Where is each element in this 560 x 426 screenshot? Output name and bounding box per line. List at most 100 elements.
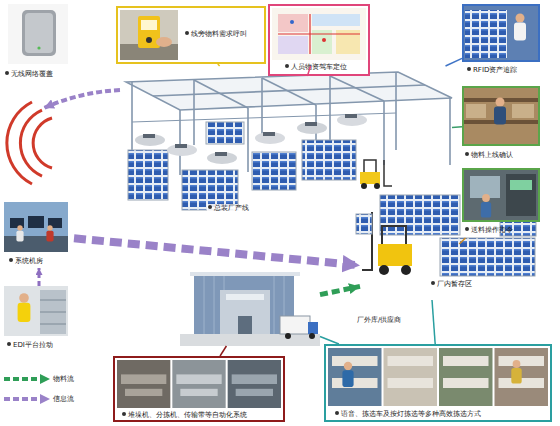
car-bodies bbox=[143, 134, 155, 138]
floor-map-screen bbox=[272, 8, 366, 60]
edi-worker-photo bbox=[18, 303, 31, 322]
automation-photos bbox=[176, 374, 221, 384]
car-bodies bbox=[297, 122, 327, 134]
photo-callout: 人员物资驾车定位 bbox=[268, 4, 370, 76]
edi-worker-photo bbox=[4, 286, 68, 336]
legend-text: 物料流 bbox=[53, 375, 74, 383]
legend-text: 信息流 bbox=[53, 395, 74, 403]
bin-racks bbox=[440, 238, 535, 276]
picking-photos bbox=[388, 378, 434, 388]
picking-photos bbox=[443, 356, 489, 366]
car-bodies bbox=[175, 144, 187, 148]
connector bbox=[38, 268, 41, 286]
forklift bbox=[401, 265, 411, 275]
bullet-dot bbox=[208, 205, 212, 209]
rfid-photo bbox=[463, 5, 539, 61]
bullet-dot bbox=[122, 412, 126, 416]
legend-sample bbox=[4, 394, 50, 404]
operation-photo bbox=[462, 168, 540, 222]
operation-photo bbox=[481, 202, 491, 218]
bin-racks bbox=[206, 122, 244, 144]
worker-photo bbox=[496, 98, 505, 107]
bullet-dot bbox=[7, 342, 11, 346]
legend-item: 物料流 bbox=[4, 374, 74, 384]
floor-map-screen bbox=[278, 36, 308, 54]
picking-photos bbox=[499, 356, 545, 366]
connector bbox=[307, 66, 310, 76]
picking-photos bbox=[388, 356, 434, 366]
caption-text: 线旁物料需求呼叫 bbox=[191, 30, 247, 38]
edi-worker-photo bbox=[40, 290, 66, 334]
operation-photo bbox=[482, 194, 490, 202]
router-photo bbox=[37, 46, 40, 49]
picking-photos bbox=[511, 368, 521, 384]
rfid-photo bbox=[462, 4, 540, 62]
caption: EDI平台拉动 bbox=[6, 341, 54, 350]
bullet-dot bbox=[9, 258, 13, 262]
caption-text: 总装厂产线 bbox=[214, 204, 249, 212]
caption-text: 物料上线确认 bbox=[471, 151, 513, 159]
caption: 总装厂产线 bbox=[207, 204, 250, 213]
photo-callout: EDI平台拉动 bbox=[4, 286, 74, 352]
warehouse-building bbox=[285, 333, 291, 339]
warehouse-building bbox=[309, 333, 315, 339]
photo bbox=[272, 8, 366, 60]
photo bbox=[117, 360, 281, 408]
warehouse-node: 厂外库/供应商 bbox=[180, 272, 320, 346]
car-bodies bbox=[215, 152, 227, 156]
car-bodies bbox=[263, 132, 275, 136]
rfid-photo bbox=[465, 10, 507, 58]
caption-text: 系统机房 bbox=[15, 257, 43, 265]
car-bodies bbox=[255, 132, 285, 144]
picking-photos bbox=[332, 378, 378, 388]
photo bbox=[8, 4, 68, 64]
bullet-dot bbox=[285, 64, 289, 68]
edi-worker-photo bbox=[40, 300, 66, 324]
control-room-photo bbox=[16, 231, 23, 242]
caption: 堆垛机、分拣机、传输带等自动化系统 bbox=[121, 411, 248, 420]
car-bodies bbox=[305, 122, 317, 126]
photo bbox=[462, 168, 540, 222]
rfid-photo bbox=[516, 14, 525, 23]
floor-map-screen bbox=[312, 14, 360, 26]
caption: 线旁物料需求呼叫 bbox=[184, 30, 248, 39]
worker-photo bbox=[466, 104, 486, 118]
router-photo bbox=[22, 10, 56, 56]
overhead-conveyor bbox=[194, 76, 384, 108]
router-photo bbox=[8, 4, 68, 64]
warehouse-building bbox=[204, 276, 284, 334]
forklift bbox=[356, 214, 372, 234]
worker-photo bbox=[462, 86, 540, 146]
bullet-dot bbox=[185, 31, 189, 35]
forklift bbox=[364, 160, 376, 172]
legend-arrow-head bbox=[40, 394, 50, 404]
forklift bbox=[361, 183, 367, 189]
wireless-waves bbox=[7, 102, 32, 184]
automation-photos bbox=[125, 389, 162, 396]
photo bbox=[462, 86, 540, 146]
automation-photos bbox=[117, 360, 170, 408]
automation-photos bbox=[172, 360, 225, 408]
forklift bbox=[360, 172, 380, 184]
control-room-photo bbox=[17, 225, 22, 230]
caption-text: 厂外库/供应商 bbox=[357, 316, 401, 324]
car-bodies bbox=[337, 114, 367, 126]
control-room-photo bbox=[28, 216, 44, 228]
wireless-waves bbox=[33, 118, 52, 168]
control-room-photo bbox=[47, 225, 52, 230]
floor-map-screen bbox=[272, 8, 366, 60]
connector bbox=[74, 238, 360, 265]
automation-photos bbox=[236, 389, 273, 396]
call-button-photo bbox=[120, 10, 178, 60]
floor-map-screen bbox=[278, 14, 308, 32]
photo-callout: 无线网络覆盖 bbox=[4, 4, 80, 84]
wireless-waves bbox=[20, 110, 42, 176]
automation-photos bbox=[180, 389, 217, 396]
caption: 送料操作指令 bbox=[464, 226, 514, 235]
call-button-photo bbox=[156, 37, 172, 47]
bullet-dot bbox=[431, 281, 435, 285]
connector bbox=[452, 126, 462, 128]
car-bodies bbox=[135, 114, 367, 164]
